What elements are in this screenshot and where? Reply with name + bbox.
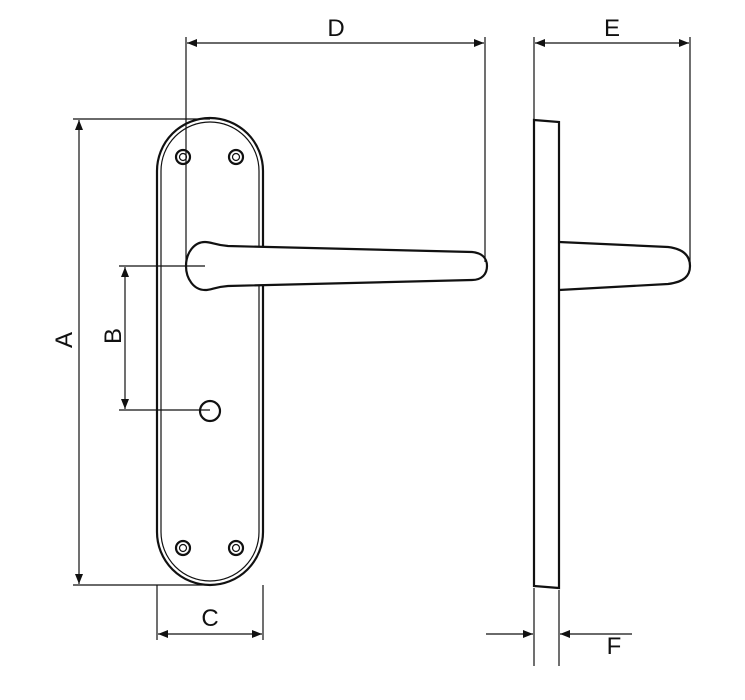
- keyhole: [198, 399, 222, 423]
- dimension-d: D: [185, 15, 486, 266]
- label-c: C: [201, 605, 218, 632]
- label-b: B: [100, 328, 127, 344]
- front-backplate: [155, 116, 265, 587]
- label-e: E: [604, 15, 620, 42]
- label-f: F: [607, 633, 622, 660]
- dimension-a: A: [51, 118, 210, 586]
- dimension-b: B: [100, 265, 210, 411]
- screw-holes: [174, 148, 245, 557]
- dimension-f: F: [486, 588, 632, 666]
- label-d: D: [327, 15, 344, 42]
- dimension-c: C: [156, 585, 264, 640]
- dimension-e: E: [533, 15, 691, 266]
- side-backplate: [532, 118, 561, 590]
- front-lever: [184, 240, 489, 292]
- side-lever: [558, 240, 692, 292]
- label-a: A: [51, 332, 78, 348]
